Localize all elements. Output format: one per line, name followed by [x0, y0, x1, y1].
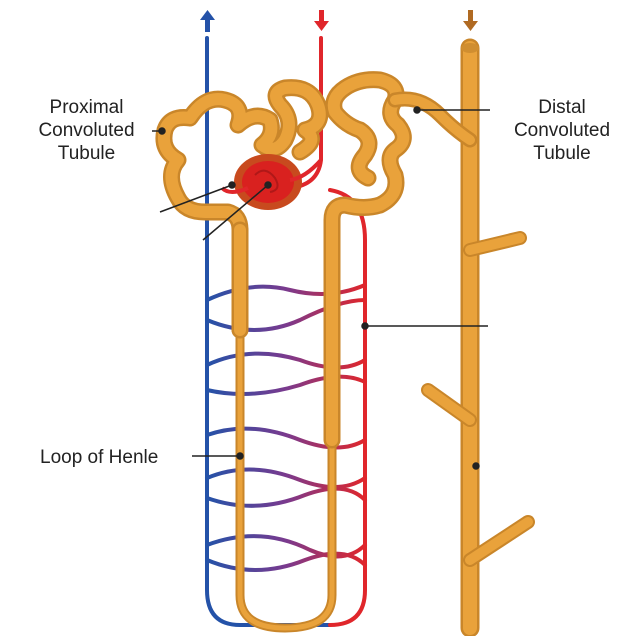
flow-arrow-down-red	[314, 10, 329, 31]
label-distal-convoluted-tubule: Distal Convoluted Tubule	[492, 96, 632, 165]
flow-arrow-down-orange	[463, 10, 478, 31]
label-loop-of-henle: Loop of Henle	[40, 446, 158, 469]
flow-arrow-up-blue	[200, 10, 215, 32]
label-proximal-convoluted-tubule: Proximal Convoluted Tubule	[24, 96, 149, 165]
